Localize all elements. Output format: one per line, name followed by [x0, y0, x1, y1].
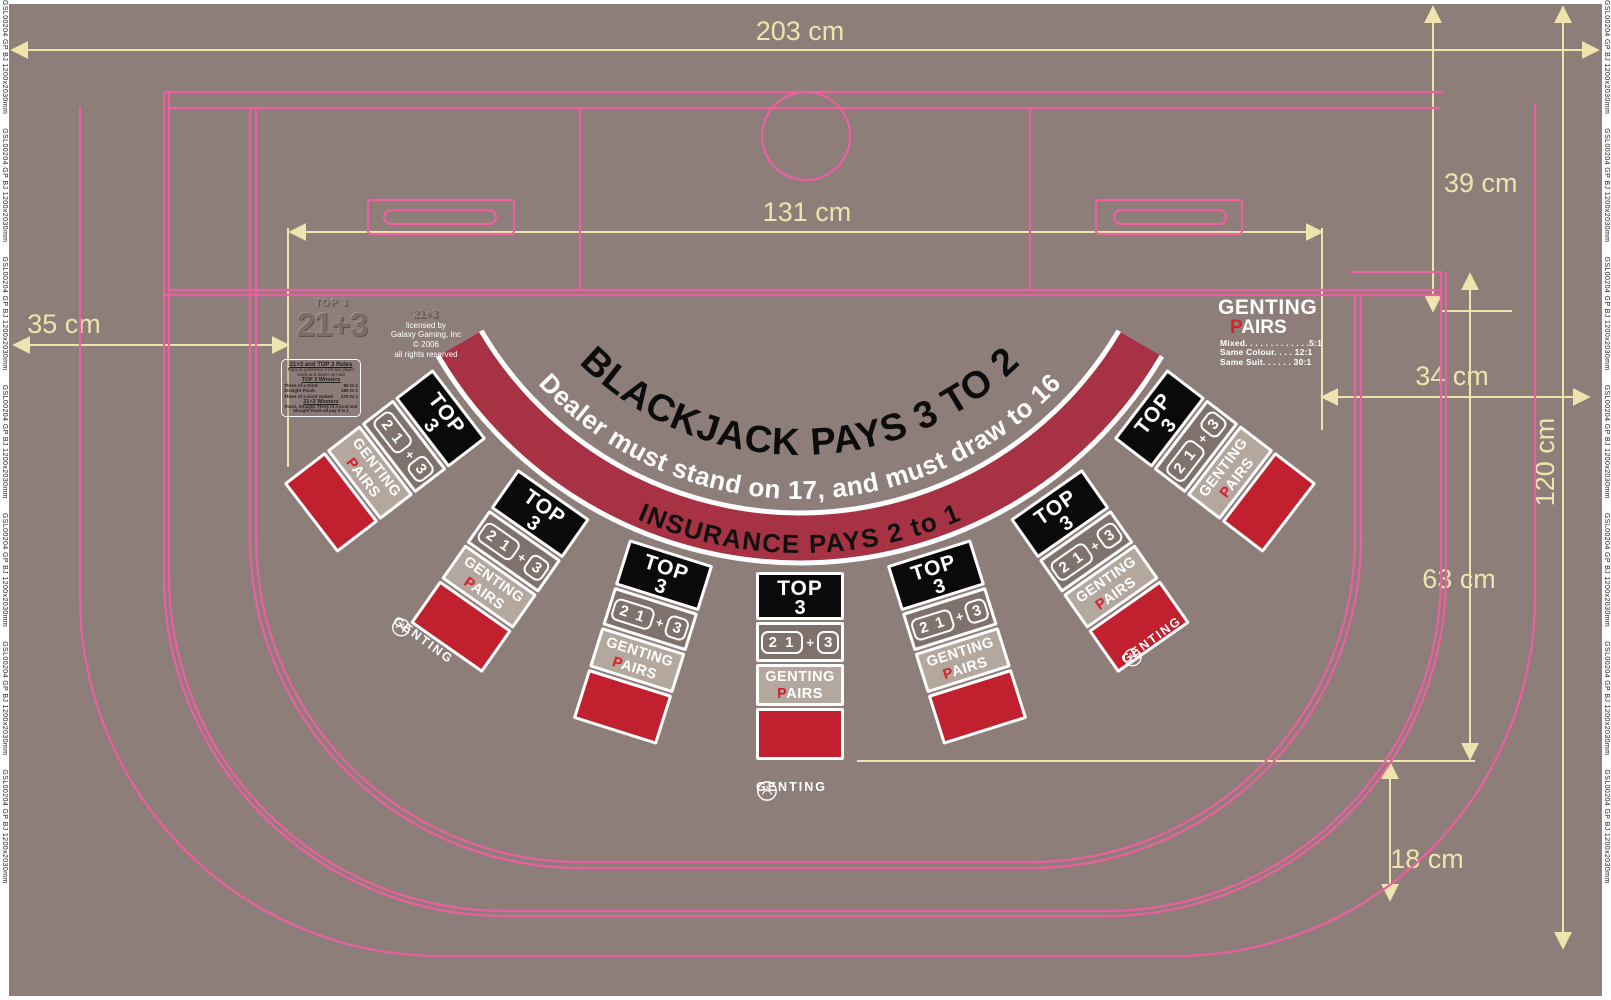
print-job-text: GSL00204 GP BJ 1200x2030mm GSL00204 GP B…: [1, 0, 8, 884]
betting-spot: TOP 3 2 1 + 3 GENTING PAIRS: [756, 572, 844, 760]
chip-tray-left: [366, 198, 516, 236]
21plus3-logo: TOP 3 21+3: [292, 298, 372, 343]
license-line: licensed by: [405, 320, 447, 330]
chip-tray-right: [1094, 198, 1244, 236]
rules-title: 21+3 and TOP 3 Rules: [289, 362, 353, 368]
outer-rail-arc: [78, 103, 1537, 958]
table-outline-lines: [78, 90, 1537, 958]
license-mark-21plus3: 21+3: [413, 309, 439, 321]
license-block: TOP 3 21+3 licensed by Galaxy Gaming, In…: [384, 306, 468, 359]
inner-rail-arc-a: [248, 108, 1363, 870]
insurance-band: [436, 329, 1164, 566]
3-chip: 3: [817, 630, 840, 654]
genting-logo: GENTING: [756, 780, 827, 801]
top3-number: 3: [794, 597, 806, 619]
betting-spot: TOP 3 2 1 + 3 GENTING PAIRS: [572, 539, 714, 745]
genting-logo: GENTING: [1119, 613, 1185, 666]
dim-203-label: 203 cm: [756, 16, 845, 46]
license-mark-top3: TOP 3: [419, 306, 433, 311]
3-chip: 3: [962, 596, 991, 625]
inner-rail-arc-b: [254, 110, 1357, 864]
rules-footer: Flush, Straight, Three of a Kind and Str…: [284, 403, 358, 414]
rules-intro: Pays as published. First two player card…: [287, 367, 355, 377]
mid-rail-arc-b: [167, 92, 1443, 913]
legend-row: Same Colour. . . . 12:1: [1220, 347, 1313, 358]
genting-emblem-icon: [392, 618, 411, 637]
genting-emblem-icon: [1123, 648, 1142, 667]
legend-subtitle: PAIRS: [1230, 317, 1287, 338]
main-bet-box: [756, 708, 844, 760]
dim-18-label: 18 cm: [1390, 844, 1464, 874]
dim-39-label: 39 cm: [1444, 168, 1518, 198]
21plus3-bet-box: 2 1 + 3: [756, 622, 844, 662]
21-chip: 2 1: [609, 596, 657, 632]
top3-bet-box: TOP 3: [756, 572, 844, 620]
genting-logo: GENTING: [391, 613, 457, 666]
legend-row: Mixed. . . . . . . . . . . . .5:1: [1220, 338, 1323, 348]
logo-21plus3-text: 21+3: [296, 306, 368, 343]
3-chip: 3: [663, 613, 692, 642]
dim-131-label: 131 cm: [763, 197, 852, 227]
genting-pairs-legend: GENTING PAIRS Mixed. . . . . . . . . . .…: [1218, 296, 1348, 367]
betting-spot: TOP 3 2 1 + 3 GENTING PAIRS: [1010, 468, 1190, 674]
mid-rail-arc-a: [162, 92, 1448, 918]
print-job-text: GSL00204 GP BJ 1200x2030mm GSL00204 GP B…: [1603, 0, 1610, 884]
legend-row: Same Suit. . . . . . 30:1: [1220, 356, 1312, 367]
genting-pairs-bet-box: GENTING PAIRS: [756, 664, 844, 706]
dim-34-label: 34 cm: [1415, 361, 1489, 391]
21-chip: 2 1: [760, 630, 804, 654]
license-line: © 2006: [413, 340, 439, 350]
print-edge-right: GSL00204 GP BJ 1200x2030mm GSL00204 GP B…: [1602, 0, 1611, 1000]
pairs-line2: PAIRS: [777, 685, 823, 702]
plus-sign: +: [806, 634, 815, 650]
21-chip: 2 1: [908, 607, 957, 642]
top3-label: TOP: [777, 577, 823, 600]
betting-spot: TOP 3 2 1 + 3 GENTING PAIRS: [1113, 368, 1317, 554]
print-edge-top: [0, 0, 1611, 4]
print-edge-bottom: [0, 996, 1611, 1000]
dim-63-label: 63 cm: [1422, 564, 1496, 594]
genting-emblem-icon: [757, 781, 777, 801]
pairs-line1: GENTING: [765, 669, 835, 685]
legend-title: GENTING: [1218, 296, 1318, 319]
license-line: Galaxy Gaming, Inc: [390, 330, 462, 340]
rules-box: 21+3 and TOP 3 Rules Pays as published. …: [281, 359, 361, 418]
betting-spot: TOP 3 2 1 + 3 GENTING PAIRS: [886, 539, 1028, 745]
plus-sign: +: [953, 607, 966, 625]
license-line: all rights reserved: [394, 349, 458, 359]
dealer-shoe-circle: [760, 90, 852, 182]
logo-top3-burst: TOP 3: [315, 298, 349, 309]
dimension-lines: [10, 5, 1600, 950]
dim-35-label: 35 cm: [27, 309, 101, 339]
print-edge-left: GSL00204 GP BJ 1200x2030mm GSL00204 GP B…: [0, 0, 9, 1000]
rules-subheading: TOP 3 Winners: [301, 377, 341, 384]
rules-subheading: 21+3 Winners: [303, 398, 339, 405]
